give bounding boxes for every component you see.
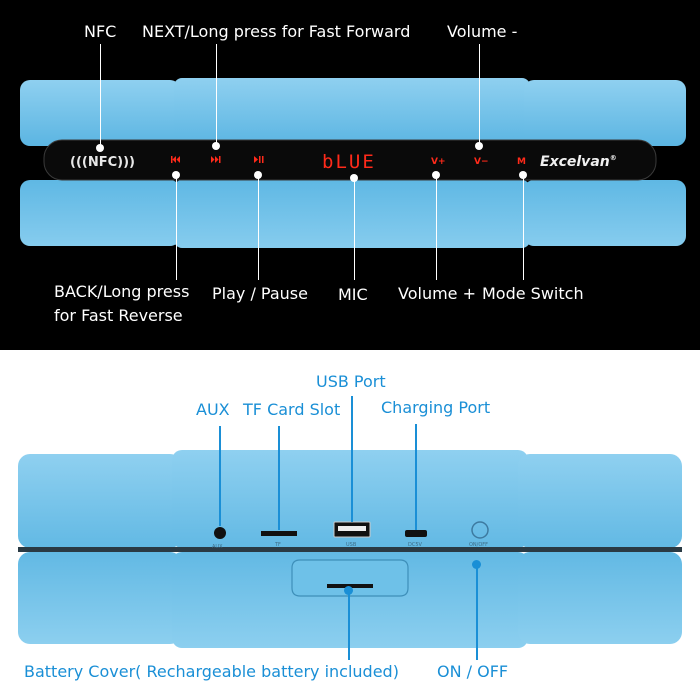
leader-charging	[415, 424, 417, 530]
leader-nfc	[100, 44, 101, 148]
leader-battery	[348, 594, 350, 660]
usb-port-tongue	[338, 526, 366, 531]
lower-shell-left	[20, 180, 180, 246]
leader-mic	[354, 178, 355, 280]
shell-seam	[18, 547, 682, 552]
leader-next	[216, 44, 217, 146]
leader-back	[176, 175, 177, 280]
back-upper-shell-middle	[172, 450, 528, 548]
volume-up-symbol[interactable]: V+	[431, 157, 446, 167]
brand-name: Excelvan	[540, 154, 610, 170]
label-volume-up: Volume +	[398, 284, 476, 303]
power-button-caption: ON/OFF	[469, 542, 488, 548]
leader-mode-switch	[523, 175, 524, 280]
leader-dot-volume-down	[475, 142, 483, 150]
label-next: NEXT/Long press for Fast Forward	[142, 22, 411, 41]
back-lower-shell-left	[18, 552, 182, 644]
leader-dot-on-off	[472, 560, 481, 569]
leader-play-pause	[258, 175, 259, 280]
previous-track-icon[interactable]	[171, 156, 180, 163]
battery-cover[interactable]	[291, 559, 409, 597]
usb-port-caption: USB	[346, 542, 357, 548]
label-back: BACK/Long press for Fast Reverse	[54, 282, 189, 326]
leader-dot-play-pause	[254, 171, 262, 179]
label-back-line1: BACK/Long press	[54, 282, 190, 301]
front-view-panel: (((NFC))) bLUE V+ V− M Excelvan® NFC	[0, 0, 700, 350]
lower-shell-right	[524, 180, 686, 246]
led-display: bLUE	[322, 151, 376, 173]
leader-dot-volume-up	[432, 171, 440, 179]
back-upper-shell-left	[18, 454, 182, 548]
brand-mark: ®	[610, 154, 617, 162]
label-aux: AUX	[196, 400, 230, 419]
leader-volume-up	[436, 175, 437, 280]
leader-dot-mode-switch	[519, 171, 527, 179]
leader-aux	[219, 426, 221, 526]
leader-tf	[278, 426, 280, 530]
label-battery-cover: Battery Cover( Rechargeable battery incl…	[24, 662, 399, 681]
upper-shell-middle	[174, 78, 530, 146]
play-pause-icon[interactable]	[254, 156, 264, 163]
back-view-panel: AUX TF USB DC5V ON/OFF USB Port AUX TF C…	[0, 350, 700, 700]
leader-usb	[351, 396, 353, 522]
leader-dot-nfc	[96, 144, 104, 152]
charging-port[interactable]	[405, 530, 427, 537]
label-volume-down: Volume -	[447, 22, 518, 41]
label-play-pause: Play / Pause	[212, 284, 308, 303]
aux-port[interactable]	[214, 527, 226, 539]
next-track-icon[interactable]	[211, 156, 221, 163]
charging-port-caption: DC5V	[408, 542, 423, 548]
label-mode-switch: Mode Switch	[482, 284, 584, 303]
back-lower-shell-right	[518, 552, 682, 644]
leader-dot-battery	[344, 586, 353, 595]
power-button[interactable]	[471, 521, 489, 539]
label-mic: MIC	[338, 285, 368, 304]
tf-slot-caption: TF	[274, 542, 281, 548]
mode-symbol[interactable]: M	[517, 157, 526, 167]
speaker-back-illustration: AUX TF USB DC5V ON/OFF	[18, 450, 682, 648]
leader-dot-next	[212, 142, 220, 150]
leader-volume-down	[479, 44, 480, 146]
nfc-badge: (((NFC)))	[70, 155, 135, 170]
lower-shell-middle	[174, 180, 530, 248]
leader-dot-mic	[350, 174, 358, 182]
brand-logo: Excelvan®	[540, 154, 617, 170]
leader-on-off	[476, 568, 478, 660]
tf-card-slot[interactable]	[261, 531, 297, 536]
label-nfc: NFC	[84, 22, 117, 41]
label-tf-card-slot: TF Card Slot	[243, 400, 341, 419]
label-charging-port: Charging Port	[381, 398, 491, 417]
back-lower-shell-middle	[172, 552, 528, 648]
speaker-front-illustration: (((NFC))) bLUE V+ V− M Excelvan®	[20, 78, 686, 248]
label-on-off: ON / OFF	[437, 662, 509, 681]
upper-shell-right	[524, 80, 686, 146]
aux-port-caption: AUX	[212, 544, 223, 550]
label-usb-port: USB Port	[316, 372, 386, 391]
volume-down-symbol[interactable]: V−	[474, 157, 489, 167]
label-back-line2: for Fast Reverse	[54, 306, 183, 325]
leader-dot-back	[172, 171, 180, 179]
back-upper-shell-right	[518, 454, 682, 548]
